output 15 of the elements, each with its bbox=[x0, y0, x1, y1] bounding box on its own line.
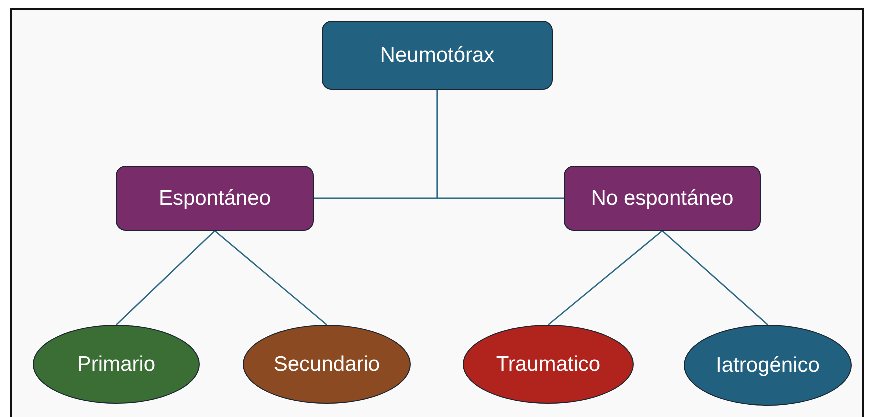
node-label: Primario bbox=[77, 352, 156, 376]
node-label: Iatrogénico bbox=[716, 354, 820, 378]
connector-line bbox=[662, 230, 768, 326]
node-label: Traumatico bbox=[496, 352, 601, 376]
category-box bbox=[116, 166, 314, 231]
connector-line bbox=[548, 230, 663, 326]
category-box bbox=[322, 21, 553, 90]
connector-line bbox=[116, 230, 216, 326]
node-label: No espontáneo bbox=[591, 186, 734, 210]
category-box bbox=[564, 166, 761, 231]
connector-line bbox=[436, 90, 564, 200]
connector-line bbox=[214, 230, 328, 326]
node-label: Espontáneo bbox=[158, 186, 272, 210]
node-label: Neumotórax bbox=[380, 44, 495, 68]
node-label: Secundario bbox=[274, 352, 380, 376]
